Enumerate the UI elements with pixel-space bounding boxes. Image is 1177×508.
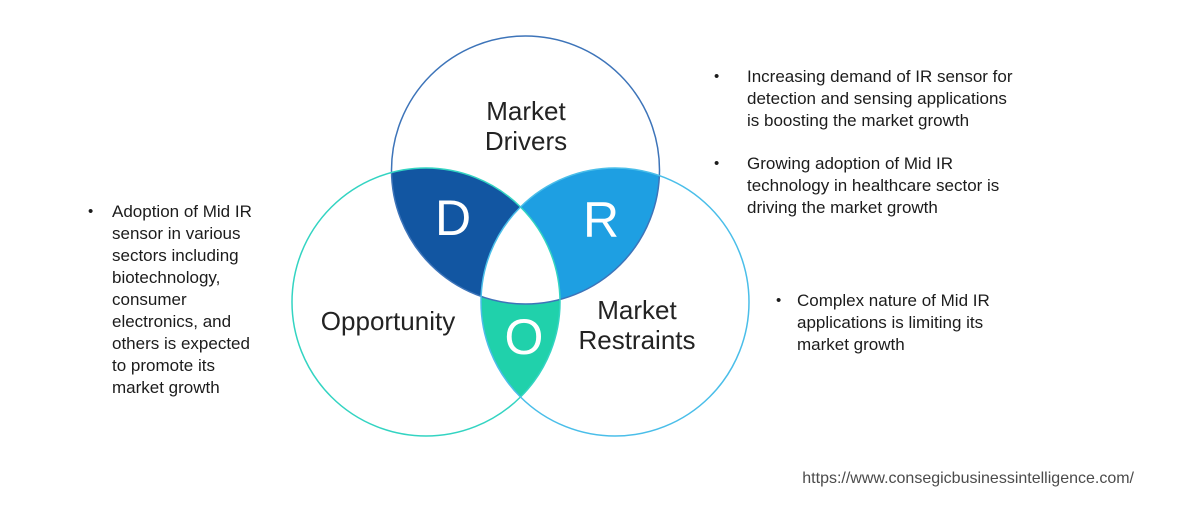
driver-bullet-1: • Increasing demand of IR sensor for det… (714, 66, 1077, 132)
restraint-bullet: • Complex nature of Mid IR applications … (776, 290, 1097, 356)
market-restraints-label: Market Restraints (578, 295, 696, 355)
driver-bullet-1-text: Increasing demand of IR sensor for detec… (747, 67, 1013, 130)
website-url[interactable]: https://www.consegicbusinessintelligence… (802, 470, 1134, 487)
o-letter: O (504, 309, 544, 365)
d-letter: D (434, 190, 472, 246)
drivers-circle-outline (390, 35, 661, 305)
restraint-bullet-text: Complex nature of Mid IR applications is… (797, 291, 990, 354)
bullet-dot: • (714, 68, 720, 85)
bullet-dot: • (776, 292, 782, 309)
driver-bullet-2: • Growing adoption of Mid IR technology … (714, 153, 1077, 219)
bullet-dot: • (714, 155, 720, 172)
driver-bullet-2-text: Growing adoption of Mid IR technology in… (747, 154, 1000, 217)
opportunity-bullet-text: Adoption of Mid IR sensor in various sec… (112, 202, 252, 397)
opportunity-label: Opportunity (320, 306, 456, 336)
restraints-circle-outline (480, 167, 750, 437)
r-letter: R (582, 192, 620, 248)
market-drivers-label: Market Drivers (484, 96, 568, 156)
bullet-dot: • (88, 203, 94, 220)
opportunity-circle-outline (291, 167, 561, 437)
opportunity-bullet: • Adoption of Mid IR sensor in various s… (88, 201, 302, 399)
